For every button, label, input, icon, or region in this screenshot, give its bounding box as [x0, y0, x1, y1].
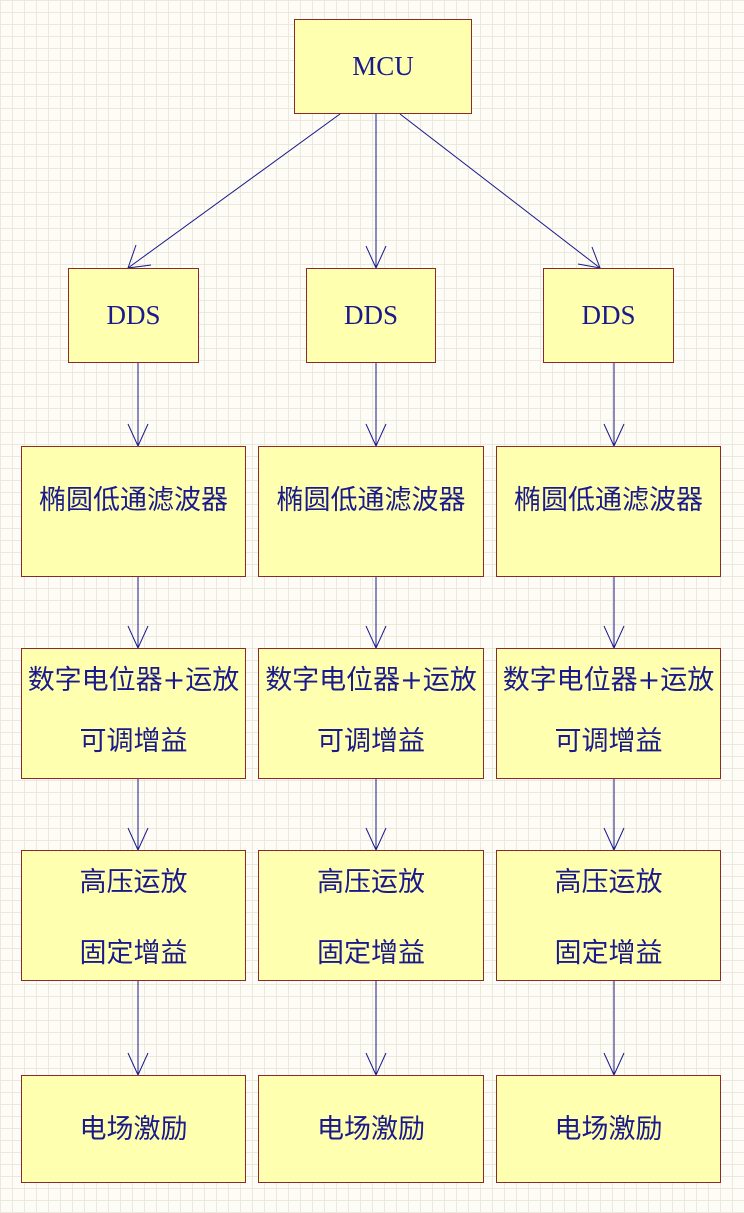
- arrow-mcu-dds-3: [399, 113, 601, 269]
- output-label: 电场激励: [554, 1113, 663, 1145]
- adjustable-gain-block-2: 数字电位器+运放 可调增益: [258, 648, 484, 779]
- gain-line-2: 可调增益: [79, 726, 188, 757]
- hv-line-2: 固定增益: [317, 938, 425, 969]
- dds-label: DDS: [106, 300, 161, 330]
- gain-line-1: 数字电位器+运放: [265, 665, 477, 696]
- dds-block-1: DDS: [68, 268, 199, 363]
- hv-amp-block-3: 高压运放 固定增益: [496, 850, 721, 981]
- hv-amp-block-2: 高压运放 固定增益: [258, 850, 484, 981]
- field-excitation-block-3: 电场激励: [496, 1075, 721, 1183]
- filter-block-3: 椭圆低通滤波器: [496, 446, 721, 577]
- gain-line-2: 可调增益: [554, 726, 663, 757]
- hv-line-1: 高压运放: [79, 867, 188, 898]
- dds-label: DDS: [581, 300, 636, 330]
- filter-block-1: 椭圆低通滤波器: [21, 446, 246, 577]
- adjustable-gain-block-3: 数字电位器+运放 可调增益: [496, 648, 721, 779]
- filter-block-2: 椭圆低通滤波器: [258, 446, 484, 577]
- mcu-block: MCU: [294, 19, 472, 114]
- gain-line-2: 可调增益: [317, 726, 425, 757]
- hv-line-1: 高压运放: [317, 867, 425, 898]
- field-excitation-block-1: 电场激励: [21, 1075, 246, 1183]
- mcu-label: MCU: [352, 51, 414, 81]
- filter-label: 椭圆低通滤波器: [39, 485, 228, 516]
- hv-amp-block-1: 高压运放 固定增益: [21, 850, 246, 981]
- dds-block-2: DDS: [306, 268, 436, 363]
- output-label: 电场激励: [79, 1113, 188, 1145]
- arrowhead-mcu-dds-1: [127, 244, 152, 269]
- filter-label: 椭圆低通滤波器: [276, 485, 466, 516]
- dds-label: DDS: [343, 300, 398, 330]
- gain-line-1: 数字电位器+运放: [502, 665, 715, 696]
- gain-line-1: 数字电位器+运放: [27, 665, 240, 696]
- arrow-mcu-dds-1: [127, 113, 341, 269]
- dds-block-3: DDS: [543, 268, 674, 363]
- hv-line-1: 高压运放: [554, 867, 663, 898]
- output-label: 电场激励: [317, 1113, 425, 1145]
- adjustable-gain-block-1: 数字电位器+运放 可调增益: [21, 648, 246, 779]
- field-excitation-block-2: 电场激励: [258, 1075, 484, 1183]
- hv-line-2: 固定增益: [79, 938, 188, 969]
- hv-line-2: 固定增益: [554, 938, 663, 969]
- filter-label: 椭圆低通滤波器: [514, 485, 703, 516]
